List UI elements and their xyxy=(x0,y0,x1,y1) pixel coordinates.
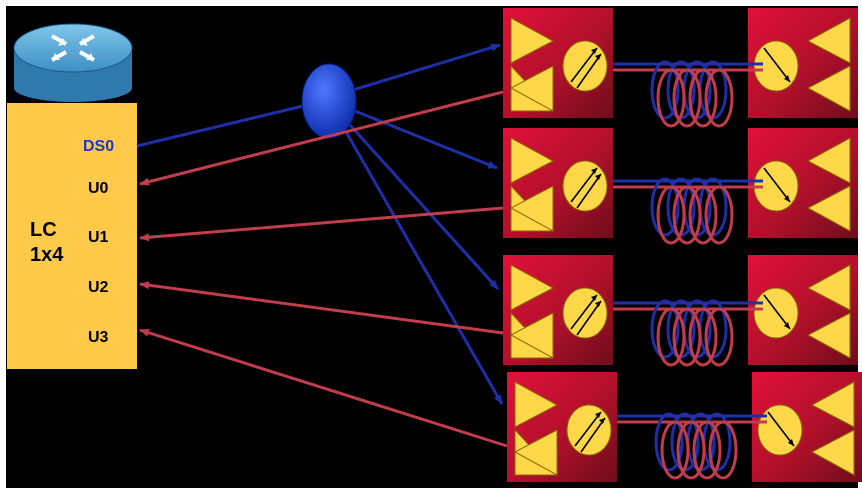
downstream-link xyxy=(348,123,500,291)
upstream-link xyxy=(139,328,508,448)
modem-block-icon xyxy=(747,7,859,119)
modem-block-icon xyxy=(747,127,859,239)
downstream-link xyxy=(343,129,504,405)
router-icon xyxy=(13,23,133,102)
modem-block-icon xyxy=(502,127,614,239)
upstream-link xyxy=(139,206,504,242)
modem-block-icon xyxy=(751,371,862,483)
modem-block-icon xyxy=(502,7,614,119)
downstream-link xyxy=(352,43,501,92)
port-label-u3: U3 xyxy=(88,329,109,346)
modem-block-icon xyxy=(502,254,614,366)
linecard-box xyxy=(7,103,137,369)
splitter-icon xyxy=(301,63,357,139)
linecard-title-line1: LC xyxy=(30,219,57,241)
modem-block-icon xyxy=(747,254,859,366)
linecard-title-line2: 1x4 xyxy=(30,244,64,266)
port-label-u0: U0 xyxy=(88,180,109,197)
modem-block-icon xyxy=(506,371,618,483)
port-label-u1: U1 xyxy=(88,229,109,246)
upstream-link xyxy=(139,281,504,335)
port-label-ds0: DS0 xyxy=(83,138,114,155)
upstream-link xyxy=(139,90,504,186)
port-label-u2: U2 xyxy=(88,279,109,296)
downstream-link xyxy=(136,104,304,148)
downstream-link xyxy=(354,109,498,170)
